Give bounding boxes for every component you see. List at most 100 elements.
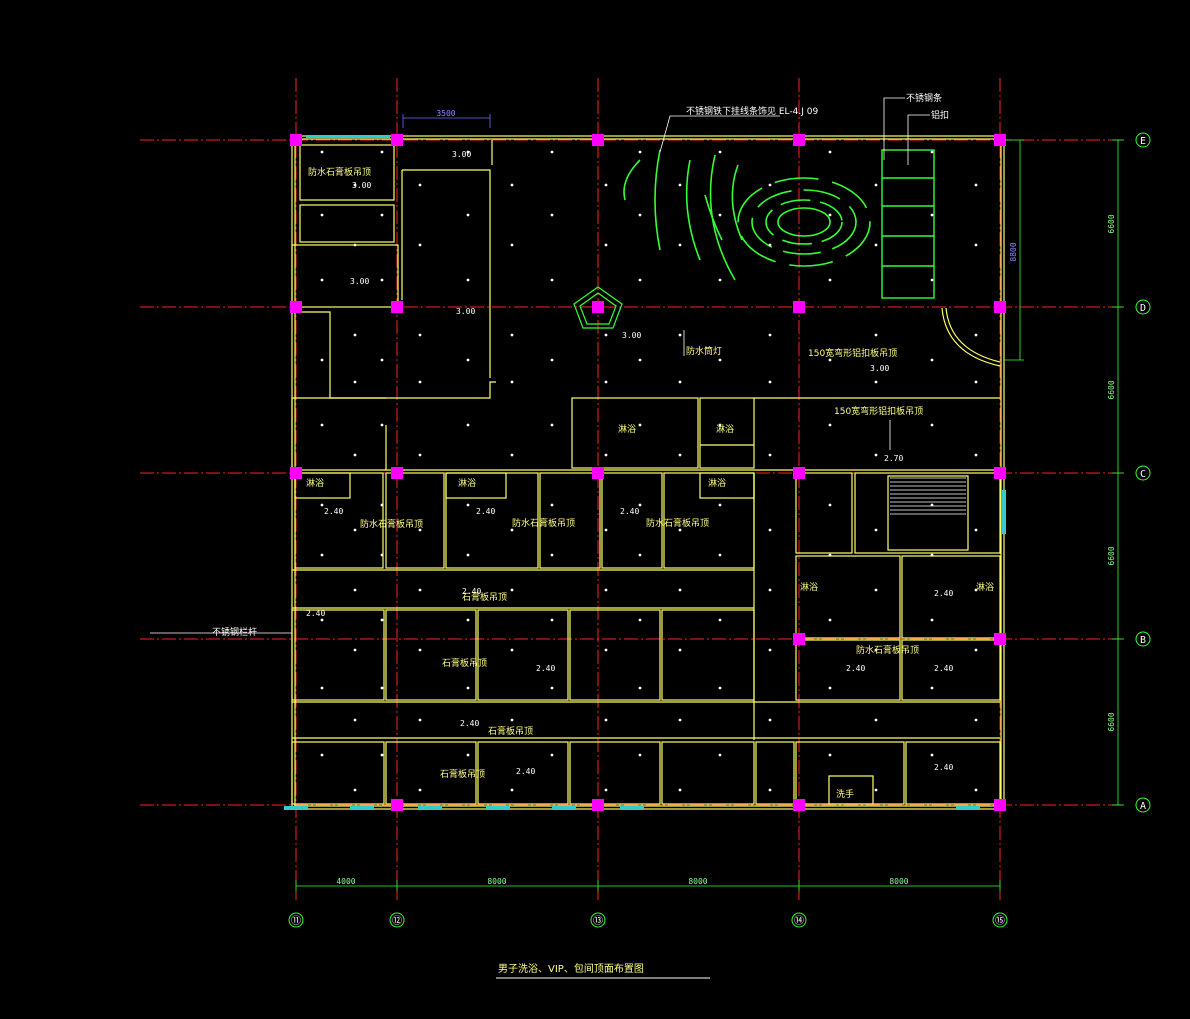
- downlight-icon: [768, 588, 772, 592]
- level-mark: 3.00: [870, 364, 889, 373]
- downlight-icon: [320, 358, 324, 362]
- downlight-icon: [550, 213, 554, 217]
- downlight-icon: [828, 618, 832, 622]
- downlight-icon: [380, 553, 384, 557]
- downlight-icon: [678, 648, 682, 652]
- downlight-icon: [828, 358, 832, 362]
- downlight-icon: [550, 553, 554, 557]
- downlight-icon: [638, 150, 642, 154]
- downlights: [320, 150, 978, 792]
- downlight-icon: [380, 213, 384, 217]
- level-mark: 2.40: [324, 507, 343, 516]
- downlight-icon: [930, 278, 934, 282]
- downlight-icon: [638, 213, 642, 217]
- downlight-icon: [718, 423, 722, 427]
- downlight-icon: [768, 528, 772, 532]
- level-mark: 2.40: [934, 763, 953, 772]
- downlight-icon: [718, 150, 722, 154]
- level-mark: 2.40: [516, 767, 535, 776]
- downlight-icon: [604, 380, 608, 384]
- downlight-icon: [678, 528, 682, 532]
- level-mark: 2.40: [536, 664, 555, 673]
- note-wei-yu-7: 淋浴: [976, 581, 994, 593]
- level-mark: 3.00: [350, 277, 369, 286]
- downlight-icon: [550, 503, 554, 507]
- downlight-icon: [466, 618, 470, 622]
- downlight-icon: [510, 648, 514, 652]
- downlight-icon: [930, 686, 934, 690]
- downlight-icon: [638, 503, 642, 507]
- note-wei-yu-4: 淋浴: [618, 423, 636, 435]
- downlight-icon: [604, 243, 608, 247]
- downlight-icon: [380, 278, 384, 282]
- downlight-icon: [678, 333, 682, 337]
- downlight-icon: [828, 503, 832, 507]
- downlight-icon: [678, 588, 682, 592]
- axis-label-13: ⑬: [593, 915, 603, 927]
- downlight-icon: [874, 333, 878, 337]
- downlight-icon: [510, 588, 514, 592]
- downlight-icon: [550, 278, 554, 282]
- downlight-icon: [828, 278, 832, 282]
- leader-label-left: 不锈钢栏杆: [212, 626, 257, 638]
- drawing-title: 男子洗浴、VIP、包间顶面布置图: [498, 962, 644, 975]
- downlight-icon: [718, 753, 722, 757]
- downlight-icon: [353, 380, 357, 384]
- leader-lines: [150, 97, 930, 634]
- downlight-icon: [466, 686, 470, 690]
- axis-label-B: B: [1140, 635, 1146, 646]
- downlight-icon: [974, 528, 978, 532]
- downlight-icon: [353, 788, 357, 792]
- axis-label-14: ⑭: [794, 915, 804, 927]
- downlight-icon: [874, 183, 878, 187]
- dim-bottom-1: 4000: [336, 877, 355, 886]
- downlight-icon: [510, 718, 514, 722]
- downlight-icon: [353, 588, 357, 592]
- downlight-icon: [974, 718, 978, 722]
- downlight-icon: [874, 588, 878, 592]
- downlight-icon: [380, 150, 384, 154]
- downlight-icon: [418, 588, 422, 592]
- downlight-icon: [550, 686, 554, 690]
- downlight-icon: [718, 278, 722, 282]
- downlight-icon: [380, 503, 384, 507]
- note-fang-shui-2: 防水石膏板吊顶: [360, 518, 423, 530]
- downlight-icon: [974, 788, 978, 792]
- downlight-icon: [930, 753, 934, 757]
- level-mark: 2.40: [620, 507, 639, 516]
- downlight-icon: [353, 333, 357, 337]
- axis-label-A: A: [1140, 801, 1146, 812]
- dim-right-2: 6600: [1107, 380, 1116, 399]
- downlight-icon: [718, 618, 722, 622]
- dim-bottom-4: 8000: [889, 877, 908, 886]
- downlight-icon: [510, 788, 514, 792]
- level-mark: 2.40: [934, 589, 953, 598]
- downlight-icon: [828, 753, 832, 757]
- downlight-icon: [638, 423, 642, 427]
- downlight-icon: [678, 243, 682, 247]
- downlight-icon: [604, 788, 608, 792]
- downlight-icon: [550, 618, 554, 622]
- downlight-icon: [320, 503, 324, 507]
- downlight-icon: [550, 423, 554, 427]
- downlight-icon: [638, 358, 642, 362]
- downlight-icon: [718, 503, 722, 507]
- dim-right-inner: 8800: [1009, 242, 1018, 261]
- downlight-icon: [930, 423, 934, 427]
- downlight-icon: [418, 648, 422, 652]
- downlight-icon: [510, 380, 514, 384]
- downlight-icon: [930, 503, 934, 507]
- downlight-icon: [418, 183, 422, 187]
- downlight-icon: [510, 183, 514, 187]
- downlight-icon: [930, 618, 934, 622]
- leader-label-top: 不锈钢铁下挂线条饰见 EL-4.J 09: [686, 105, 818, 117]
- downlight-icon: [768, 333, 772, 337]
- downlight-icon: [604, 183, 608, 187]
- oval-ceiling-feature: [737, 177, 871, 267]
- downlight-icon: [380, 686, 384, 690]
- downlight-icon: [510, 333, 514, 337]
- arc-ceiling-feature: [623, 149, 743, 281]
- downlight-icon: [874, 380, 878, 384]
- downlight-icon: [874, 453, 878, 457]
- downlight-icon: [974, 183, 978, 187]
